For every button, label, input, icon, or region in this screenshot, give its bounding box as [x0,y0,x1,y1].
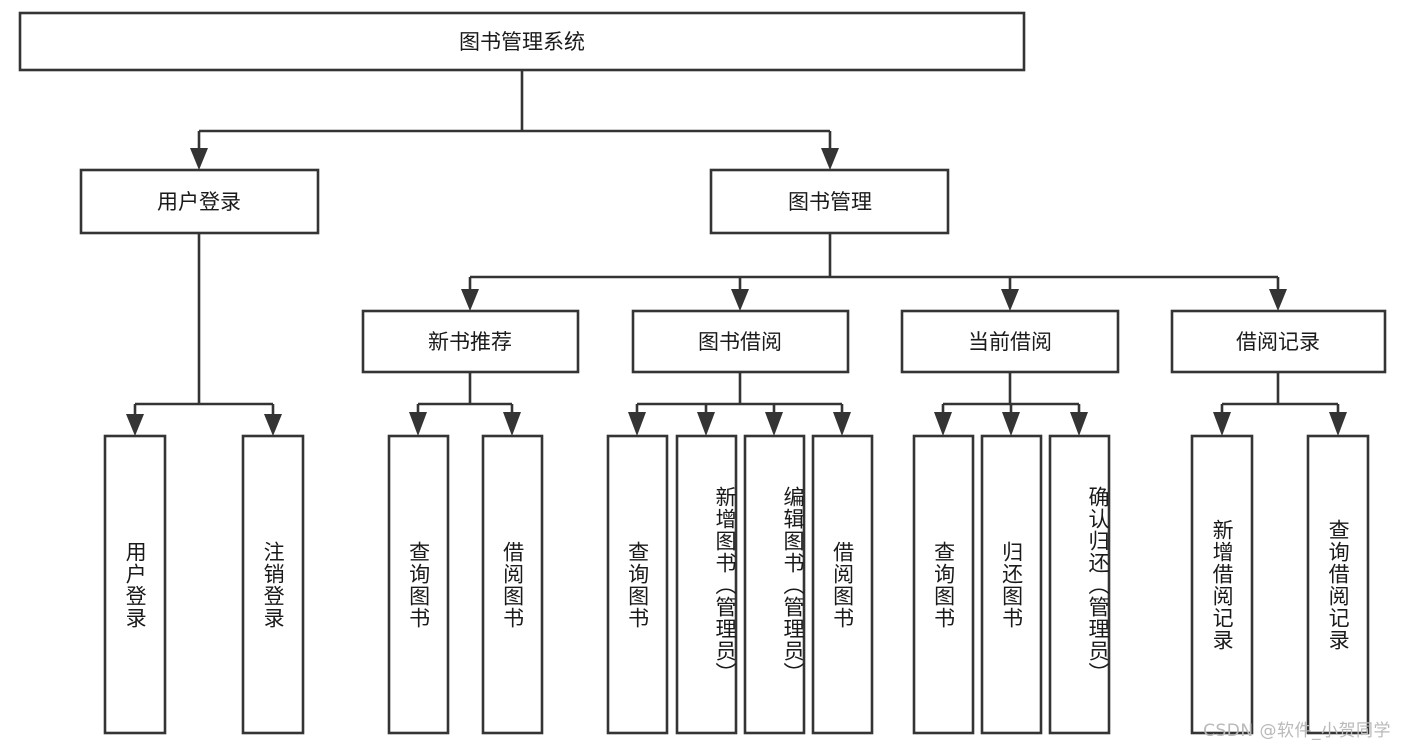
node-current-borrow-label: 当前借阅 [968,330,1052,354]
node-new-book-recommend-box[interactable] [361,309,580,374]
arrow-to-book-borrow [731,289,749,311]
connector-layer [133,70,1340,423]
node-leaf-query-book-2-box[interactable] [606,434,669,735]
arrow-to-leaf-user-login [126,414,144,436]
arrow-to-leaf-logout [264,414,282,436]
arrow-to-leaf-query-record [1329,412,1347,436]
node-leaf-return-book-box[interactable] [980,434,1043,735]
node-leaf-query-record-box[interactable] [1306,434,1370,735]
arrow-to-borrow-record [1269,289,1287,311]
node-book-management-box[interactable] [709,168,950,235]
node-leaf-query-book-1-box[interactable] [387,434,450,735]
arrow-to-leaf-add-record [1213,412,1231,436]
node-user-login-box[interactable] [79,168,320,235]
arrow-to-leaf-borrow-book-1 [503,412,521,436]
node-borrow-record-box[interactable] [1170,309,1387,374]
arrow-to-new-book-recommend [461,289,479,311]
connector-root-to-level2 [197,70,832,157]
connector-bookborrow-to-leaves [635,372,844,423]
connector-borrowrecord-to-leaves [1220,372,1340,423]
node-leaf-borrow-book-1-box[interactable] [481,434,544,735]
arrow-to-leaf-confirm-return [1070,412,1088,436]
node-leaf-add-record-box[interactable] [1190,434,1254,735]
arrow-to-user-login [190,148,208,170]
node-book-management-label: 图书管理 [788,190,872,214]
arrow-to-leaf-query-book-2 [628,412,646,436]
node-leaf-user-login-box[interactable] [103,434,167,735]
connector-bookmgmt-to-level3 [468,233,1280,298]
node-book-borrow-box[interactable] [631,309,850,374]
node-leaf-logout-box[interactable] [241,434,305,735]
connector-newbook-to-leaves [416,372,514,423]
node-leaf-confirm-return-box[interactable] [1048,434,1111,735]
node-borrow-record-label: 借阅记录 [1236,330,1320,354]
arrow-to-leaf-borrow-book-2 [833,412,851,436]
arrow-to-current-borrow [1001,289,1019,311]
node-root-box[interactable] [18,11,1026,72]
node-box-layer [18,11,1387,735]
arrow-to-leaf-edit-book [765,412,783,436]
horizontal-label-layer: 图书管理系统 用户登录 图书管理 新书推荐 图书借阅 当前借阅 借阅记录 [157,30,1320,354]
arrow-to-leaf-add-book [697,412,715,436]
node-root-label: 图书管理系统 [459,30,585,54]
node-current-borrow-box[interactable] [900,309,1120,374]
arrow-to-leaf-query-book-3 [934,412,952,436]
arrow-to-leaf-query-book-1 [409,412,427,436]
node-new-book-recommend-label: 新书推荐 [428,330,512,354]
node-leaf-add-book-box[interactable] [675,434,738,735]
connector-userlogin-to-leaves [133,233,275,423]
node-book-borrow-label: 图书借阅 [698,330,782,354]
arrow-to-leaf-return-book [1002,412,1020,436]
node-user-login-label: 用户登录 [157,190,241,214]
arrowhead-layer [126,148,1347,436]
node-leaf-query-book-3-box[interactable] [912,434,975,735]
node-leaf-borrow-book-2-box[interactable] [811,434,874,735]
node-leaf-edit-book-box[interactable] [743,434,806,735]
arrow-to-book-management [821,148,839,170]
